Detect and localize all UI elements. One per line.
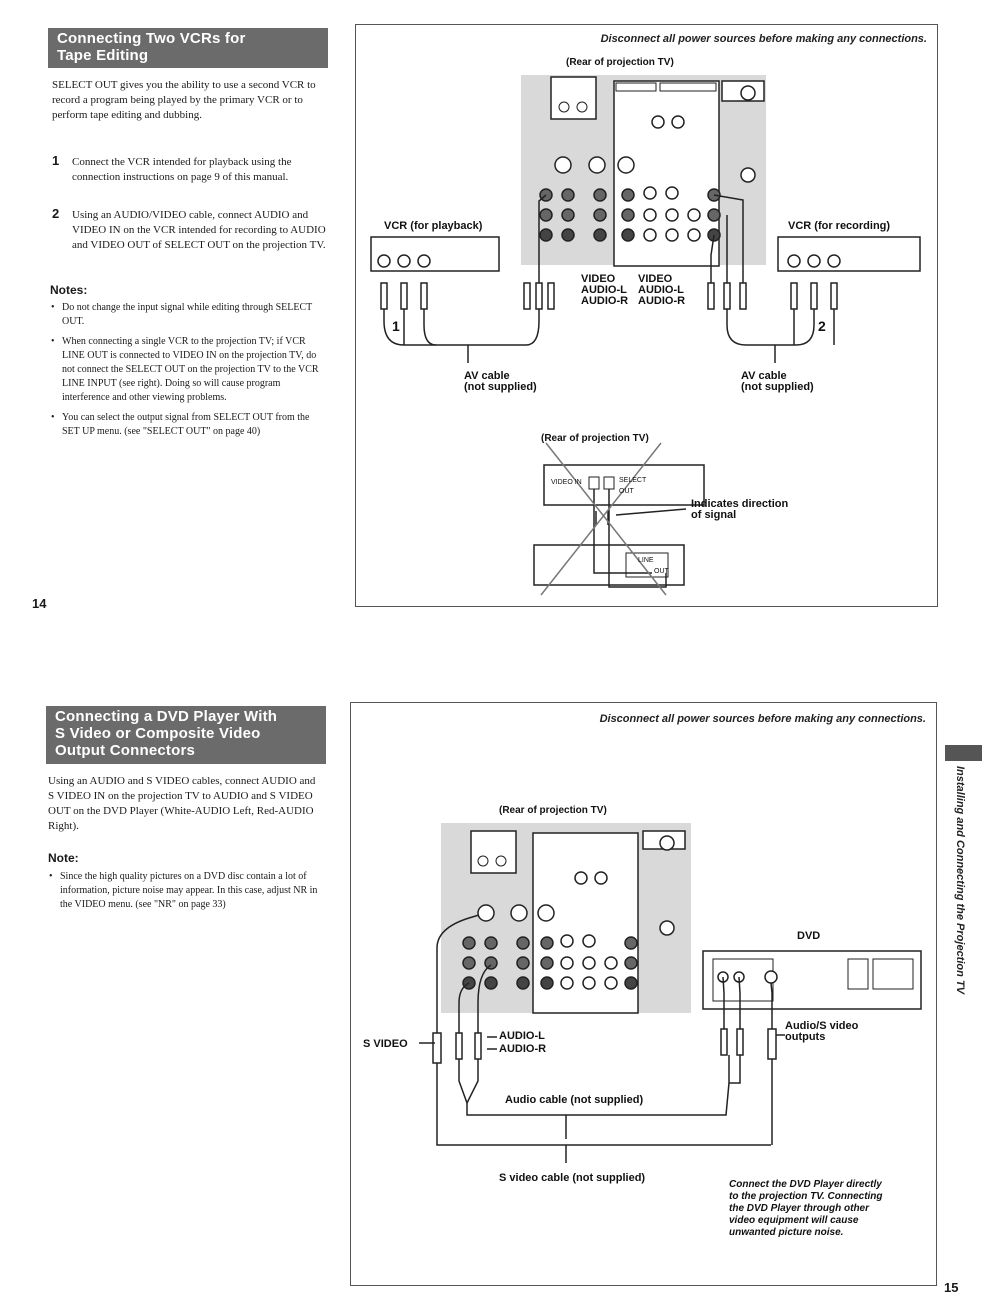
rear-label-2: (Rear of projection TV) [541,433,649,444]
intro-paragraph: SELECT OUT gives you the ability to use … [52,78,324,123]
step-1: 1 Connect the VCR intended for playback … [52,155,332,203]
heading-line: Tape Editing [57,47,320,64]
port-label: SELECT [619,475,646,486]
note-line: Connect the DVD Player directly [729,1179,883,1191]
step-number: 2 [52,206,59,221]
heading-line: Output Connectors [55,742,318,759]
heading-line: Connecting Two VCRs for [57,30,320,47]
signal-label: AUDIO-R [638,296,685,307]
note-line: the DVD Player through other [729,1203,883,1215]
step-marker-2: 2 [818,321,826,332]
svideo-cable-label: S video cable (not supplied) [499,1173,645,1184]
av-cable-right-label: AV cable (not supplied) [741,371,814,393]
note-item: Since the high quality pictures on a DVD… [48,870,323,912]
note-line: video equipment will cause [729,1215,883,1227]
outputs-label: Audio/S video outputs [785,1021,858,1043]
outputs-text: outputs [785,1032,858,1043]
av-cable-left-label: AV cable (not supplied) [464,371,537,393]
audio-cable-label: Audio cable (not supplied) [505,1095,643,1106]
direction-text: of signal [691,510,788,521]
direction-label: Indicates direction of signal [691,499,788,521]
chapter-side-title: Installing and Connecting the Projection… [946,766,966,1066]
port-label: OUT [619,486,646,497]
heading-line: S Video or Composite Video [55,725,318,742]
signal-labels-left: VIDEO AUDIO-L AUDIO-R [581,274,628,307]
dvd-rear-label: (Rear of projection TV) [499,805,607,816]
signal-labels-right: VIDEO AUDIO-L AUDIO-R [638,274,685,307]
dvd-intro-paragraph: Using an AUDIO and S VIDEO cables, conne… [48,774,323,834]
dvd-note-heading: Note: [48,851,79,865]
dvd-notes-list: Since the high quality pictures on a DVD… [48,870,323,918]
warning-text: Disconnect all power sources before maki… [601,33,927,45]
vcr-playback-label: VCR (for playback) [384,221,482,232]
vcr-recording-box [778,237,920,271]
page-number: 14 [32,596,46,611]
signal-label: AUDIO-R [581,296,628,307]
cable-label: (not supplied) [464,382,537,393]
note-item: Do not change the input signal while edi… [50,301,325,329]
s-video-label: S VIDEO [363,1039,408,1050]
video-in-label: VIDEO IN [551,477,582,488]
chapter-tab [945,745,982,761]
dvd-label: DVD [797,931,820,942]
note-line: unwanted picture noise. [729,1227,883,1239]
note-item: When connecting a single VCR to the proj… [50,335,325,405]
out-label: OUT [654,566,669,577]
line-label: LINE [638,555,654,566]
section-heading-vcr: Connecting Two VCRs for Tape Editing [48,28,328,68]
note-line: to the projection TV. Connecting [729,1191,883,1203]
heading-line: Connecting a DVD Player With [55,708,318,725]
vcr-diagram-graphic [356,25,939,608]
select-out-label: SELECT OUT [619,475,646,497]
notes-heading: Notes: [50,283,87,297]
dvd-italic-note: Connect the DVD Player directly to the p… [729,1179,883,1239]
cable-label: (not supplied) [741,382,814,393]
audio-l-label: AUDIO-L [499,1031,545,1042]
step-text: Using an AUDIO/VIDEO cable, connect AUDI… [72,208,330,253]
vcr-playback-box [371,237,499,271]
dvd-warning-text: Disconnect all power sources before maki… [600,713,926,725]
step-2: 2 Using an AUDIO/VIDEO cable, connect AU… [52,208,332,270]
note-item: You can select the output signal from SE… [50,411,325,439]
diagram-vcr-connection: Disconnect all power sources before maki… [355,24,938,607]
step-text: Connect the VCR intended for playback us… [72,155,330,185]
notes-list: Do not change the input signal while edi… [50,301,325,445]
step-marker-1: 1 [392,321,400,332]
vcr-recording-label: VCR (for recording) [788,221,890,232]
diagram-dvd-connection: Disconnect all power sources before maki… [350,702,937,1286]
audio-r-label: AUDIO-R [499,1044,546,1055]
section-heading-dvd: Connecting a DVD Player With S Video or … [46,706,326,764]
rear-label: (Rear of projection TV) [566,57,674,68]
step-number: 1 [52,153,59,168]
page-number: 15 [944,1280,958,1295]
